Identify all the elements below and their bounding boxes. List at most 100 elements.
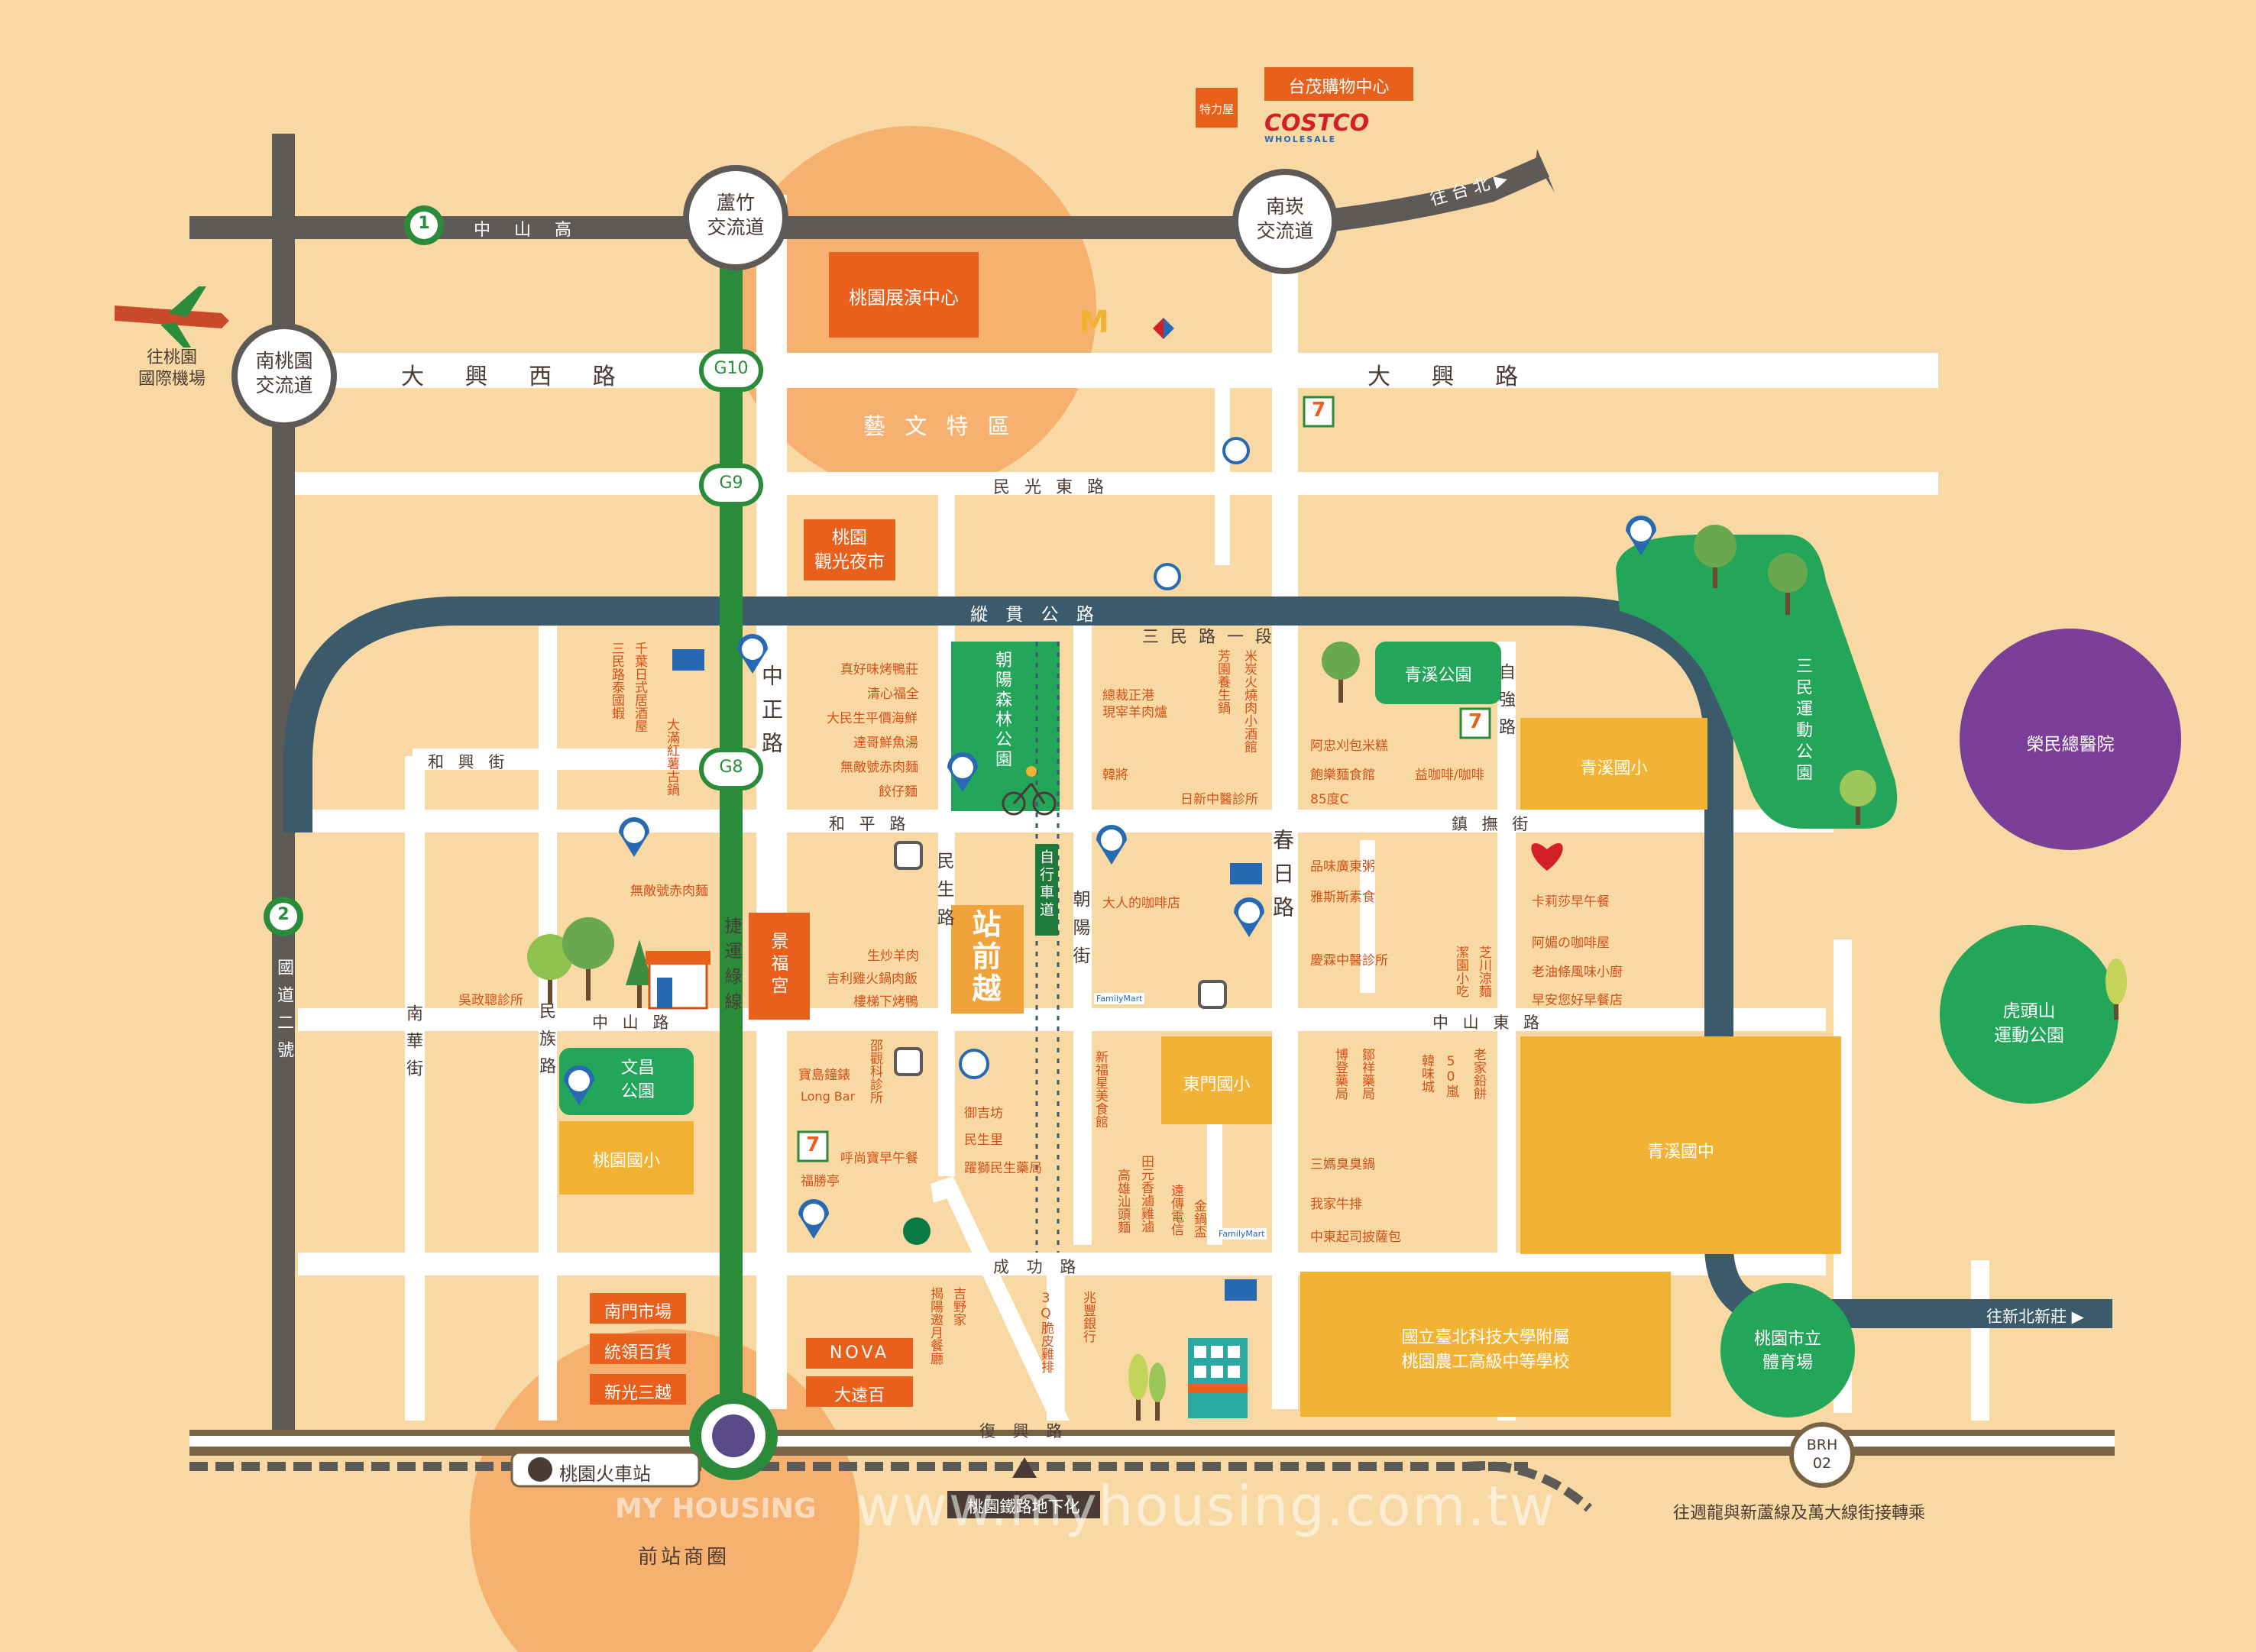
- hi-life-icon[interactable]: [1531, 842, 1563, 871]
- road-minzu: [539, 626, 557, 1421]
- airplane-icon: [115, 286, 229, 348]
- bus-icon[interactable]: [894, 841, 923, 870]
- tonglin-block[interactable]: [590, 1334, 686, 1364]
- b-and-q-block[interactable]: [1196, 88, 1238, 128]
- qingxi-park[interactable]: [1375, 642, 1501, 704]
- parking-icon[interactable]: [1096, 825, 1127, 865]
- night-market-block[interactable]: [804, 519, 895, 580]
- road-daxing: [284, 353, 1938, 388]
- tree-icon: [1840, 770, 1876, 825]
- railway-branch: [1466, 1461, 1593, 1512]
- ring-road-zongguan: [283, 596, 2112, 1328]
- tree-icon: [2105, 959, 2127, 1020]
- underground-arrow-icon: [1012, 1457, 1037, 1478]
- bus-icon[interactable]: [894, 1047, 923, 1076]
- jingfu-temple-block[interactable]: [749, 913, 810, 1020]
- hwy1-badge-inner: [410, 212, 438, 239]
- agri-school[interactable]: [1300, 1272, 1671, 1417]
- pxmart-icon[interactable]: [1225, 1279, 1257, 1301]
- mrt-stations: [689, 349, 1855, 1488]
- railway-icon: [528, 1457, 552, 1482]
- road-chunri: [1272, 218, 1298, 1409]
- parking-icon[interactable]: [737, 634, 768, 674]
- parking-icon[interactable]: [564, 1065, 594, 1105]
- station-g10-marker[interactable]: [699, 349, 763, 392]
- tree-icon: [1322, 642, 1360, 703]
- road-stub-3: [1360, 840, 1375, 993]
- luzhu-interchange-marker[interactable]: [683, 165, 788, 270]
- interchanges: [231, 165, 1338, 428]
- veterans-hospital[interactable]: [1960, 629, 2181, 850]
- parking-icon[interactable]: [947, 752, 978, 792]
- seven-eleven-icon[interactable]: [1459, 707, 1491, 739]
- mrt-green-line: [720, 199, 743, 1436]
- park-blocks: [559, 535, 2118, 1418]
- tree-icon: [1128, 1354, 1148, 1421]
- shop-icon: [646, 951, 710, 1010]
- road-minsheng: [938, 489, 955, 1176]
- pxmart-icon[interactable]: [1230, 863, 1262, 884]
- bus-icons: [894, 841, 1227, 1076]
- wenchang-park[interactable]: [559, 1048, 694, 1115]
- starbucks-icon[interactable]: [903, 1217, 931, 1245]
- station-g8-marker[interactable]: [699, 748, 763, 790]
- site-block[interactable]: [951, 905, 1024, 1014]
- shinkong-block[interactable]: [590, 1374, 686, 1405]
- gymnasium[interactable]: [1720, 1283, 1855, 1418]
- expo-center-block[interactable]: [829, 252, 979, 338]
- parking-icon[interactable]: [798, 1199, 829, 1239]
- carrefour-icon[interactable]: [1153, 318, 1174, 339]
- seven-eleven-icon[interactable]: [797, 1130, 829, 1162]
- highway-badges: [264, 205, 444, 936]
- chaoyang-forest-park[interactable]: [951, 642, 1060, 811]
- parking-icons: [564, 516, 1656, 1239]
- road-minguang-east: [284, 472, 1938, 495]
- post-office-icon[interactable]: [1222, 437, 1250, 464]
- sanmin-sports-park[interactable]: [1616, 535, 1898, 829]
- station-g9-marker[interactable]: [699, 464, 763, 506]
- tree-icon: [626, 939, 653, 1008]
- qingxi-junior-high[interactable]: [1520, 1036, 1841, 1254]
- local-roads: [284, 195, 1989, 1421]
- trees: [527, 525, 2127, 1421]
- parking-icon[interactable]: [1626, 516, 1656, 555]
- tree-icon: [1694, 525, 1737, 588]
- dongmen-elementary[interactable]: [1161, 1036, 1272, 1124]
- south-gate-market-block[interactable]: [590, 1293, 686, 1324]
- parking-icon[interactable]: [1234, 897, 1264, 937]
- road-chaoyang: [1073, 611, 1092, 1245]
- tree-icon: [1149, 1363, 1166, 1421]
- seven-eleven-icon[interactable]: [1303, 396, 1335, 428]
- highway-1-arrow: [1536, 149, 1555, 192]
- road-diagonal-join: [931, 1176, 956, 1203]
- hutoushan-park[interactable]: [1940, 925, 2118, 1104]
- tai-mall-block[interactable]: [1264, 67, 1413, 101]
- nankan-interchange-marker[interactable]: [1232, 169, 1338, 274]
- bicycle-icon: [1002, 766, 1057, 816]
- post-office-icon[interactable]: [959, 1049, 989, 1079]
- taoyuan-elementary[interactable]: [559, 1121, 694, 1195]
- road-zhongshan: [298, 1008, 1826, 1031]
- qingxi-elementary[interactable]: [1520, 718, 1707, 810]
- far-eastern-block[interactable]: [806, 1376, 913, 1407]
- nantaoyuan-interchange-marker[interactable]: [231, 323, 337, 428]
- parking-icon[interactable]: [619, 817, 649, 857]
- tree-icon: [1768, 553, 1808, 615]
- pxmart-icons: [672, 649, 1262, 1301]
- tree-icon: [527, 934, 573, 1004]
- road-nanhua: [405, 756, 425, 1421]
- bike-lane-sign: [1035, 844, 1058, 936]
- bus-icon[interactable]: [1198, 980, 1227, 1009]
- nova-block[interactable]: [806, 1338, 913, 1369]
- road-stub-1: [1215, 367, 1230, 565]
- underground-label-box: [947, 1491, 1100, 1518]
- hwy2-badge-inner: [270, 903, 297, 930]
- pxmart-icon[interactable]: [672, 649, 704, 671]
- seven-eleven-icons: [797, 396, 1491, 1162]
- landmark-blocks: [590, 67, 1413, 1407]
- tree-icon: [562, 917, 614, 1001]
- station-brh02-marker[interactable]: [1789, 1422, 1855, 1488]
- train-logo-icon: [712, 1414, 755, 1457]
- post-office-icon[interactable]: [1154, 563, 1181, 590]
